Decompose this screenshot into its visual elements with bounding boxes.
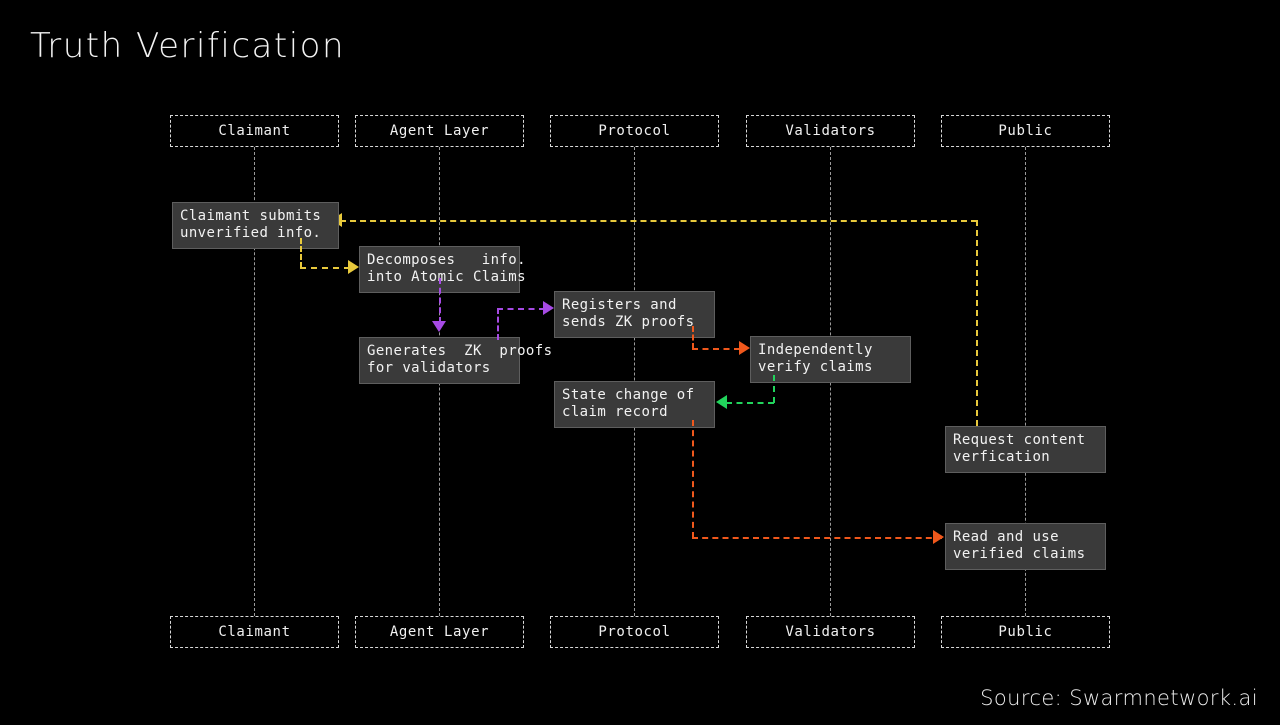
note-state-change-of-claim-record: State change of claim record [554, 381, 715, 428]
arrow-m1-segment-horizontal [340, 220, 977, 222]
arrow-m5-segment-horizontal [692, 348, 740, 350]
arrowhead-m2 [348, 260, 359, 274]
actor-bottom-protocol[interactable]: Protocol [550, 616, 719, 648]
arrow-m1-segment-vertical [976, 220, 978, 426]
note-independently-verify-claims: Independently verify claims [750, 336, 911, 383]
arrowhead-m3 [432, 321, 446, 332]
lifeline-claimant [254, 147, 255, 616]
note-decomposes-info: Decomposes info. into Atomic Claims [359, 246, 526, 293]
source-attribution: Source: Swarmnetwork.ai [980, 686, 1258, 710]
arrowhead-m4 [543, 301, 554, 315]
actor-top-protocol[interactable]: Protocol [550, 115, 719, 147]
arrowhead-m5 [739, 341, 750, 355]
note-claimant-submits: Claimant submits unverified info. [172, 202, 339, 249]
actor-bottom-claimant[interactable]: Claimant [170, 616, 339, 648]
lifeline-public [1025, 147, 1026, 616]
arrow-m3-segment-vertical [439, 278, 441, 323]
note-generates-zk-proofs: Generates ZK proofs for validators [359, 337, 552, 384]
note-registers-sends-zk-proofs: Registers and sends ZK proofs [554, 291, 715, 338]
arrowhead-m6 [716, 395, 727, 409]
actor-bottom-validators[interactable]: Validators [746, 616, 915, 648]
actor-bottom-agent-layer[interactable]: Agent Layer [355, 616, 524, 648]
arrow-m6-segment-horizontal [726, 402, 774, 404]
actor-top-public[interactable]: Public [941, 115, 1110, 147]
actor-top-validators[interactable]: Validators [746, 115, 915, 147]
arrow-m4-segment-horizontal [497, 308, 545, 310]
page-title: Truth Verification [30, 26, 346, 66]
actor-bottom-public[interactable]: Public [941, 616, 1110, 648]
arrow-m4-segment-vertical [497, 308, 499, 340]
arrow-m6-segment-vertical [773, 375, 775, 403]
arrow-m2-segment-vertical [300, 238, 302, 268]
arrow-m8-segment-vertical [692, 420, 694, 538]
arrow-m8-segment-horizontal [692, 537, 942, 539]
actor-top-claimant[interactable]: Claimant [170, 115, 339, 147]
arrow-m5-segment-vertical [692, 326, 694, 349]
arrowhead-m8 [933, 530, 944, 544]
actor-top-agent-layer[interactable]: Agent Layer [355, 115, 524, 147]
arrow-m2-segment-horizontal [300, 267, 350, 269]
note-read-and-use-verified-claims: Read and use verified claims [945, 523, 1106, 570]
note-request-content-verfication: Request content verfication [945, 426, 1106, 473]
